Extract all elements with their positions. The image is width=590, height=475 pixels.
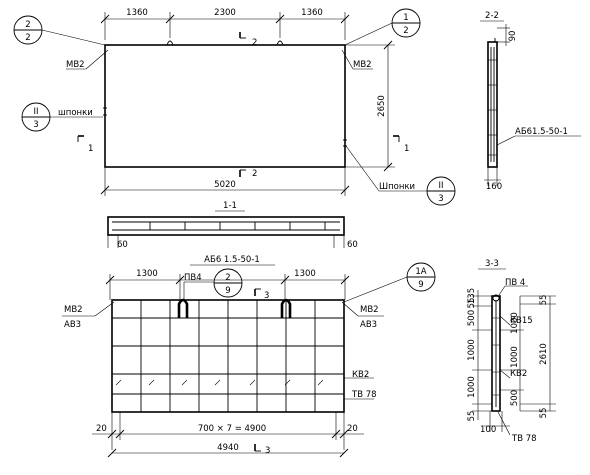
panel-plan: 1360 2300 1360 2650 5020 2 2	[13, 8, 456, 206]
section-11-dim-left: 60	[117, 240, 128, 250]
cage-dim-spacing: 700 × 7 = 4900	[198, 424, 266, 434]
section-3-3: 3-3 ПВ 4 КВ15 КВ2 135 55 500 1000 1000 5…	[467, 259, 556, 444]
section-33-label-pv: ПВ 4	[505, 278, 525, 288]
section-33-label-kv15: КВ15	[510, 316, 533, 326]
cage-dim-top-2: 1300	[294, 269, 316, 279]
section-11-title: 1-1	[223, 201, 237, 211]
cage-callout-right-bottom: 9	[418, 280, 423, 290]
plan-keys-left: шпонки	[58, 108, 93, 118]
callout-br-bottom: 3	[438, 194, 443, 204]
callout-l-top: II	[33, 107, 38, 117]
cage-title: АБ6 1.5-50-1	[204, 255, 260, 265]
panel-outline	[104, 44, 346, 168]
section-33-dim-bottom: 100	[480, 425, 496, 435]
cage-left-mark-1: МВ2	[64, 305, 83, 315]
section-22-title: 2-2	[485, 11, 499, 21]
plan-dim-top-3: 1360	[301, 8, 323, 18]
section-33-left-dim-2: 500	[467, 310, 477, 326]
section-33-mid-dim-2: 1000	[510, 346, 520, 368]
section-33-right-dim-2: 55	[539, 408, 549, 419]
cage-dim-length: 4940	[217, 443, 239, 453]
cage-right-mark-1: МВ2	[360, 305, 379, 315]
plan-mark-right: МВ2	[353, 60, 372, 70]
section-2-2: 2-2 90 160 АБ61.5-50-1	[480, 11, 581, 192]
plan-cut-right: 1	[404, 144, 409, 154]
callout-tr-bottom: 2	[403, 26, 408, 36]
section-33-title: 3-3	[485, 259, 499, 269]
section-33-dim-total: 2610	[539, 343, 549, 365]
plan-cut-top: 2	[252, 38, 257, 48]
cage-callout-top-top: 2	[225, 273, 230, 283]
section-33-label-tv: ТВ 78	[511, 434, 537, 444]
section-33-mid-dim-3: 500	[510, 390, 520, 406]
section-33-mid-dim-1: 1000	[510, 312, 520, 334]
cage-dim-left: 20	[96, 424, 107, 434]
section-22-dim-bottom: 160	[486, 182, 502, 192]
cage-left-mark-2: АВ3	[64, 320, 81, 330]
callout-tl-top: 2	[25, 20, 30, 30]
reinforcement-cage: АБ6 1.5-50-1 1300 1300	[62, 255, 436, 458]
section-33-dim-top: 135	[467, 288, 477, 304]
cage-label-kv2: КВ2	[352, 370, 369, 380]
callout-l-bottom: 3	[33, 120, 38, 130]
section-33-left-dim-3: 1000	[467, 339, 477, 361]
cage-cut-top: 3	[264, 291, 269, 301]
plan-cut-left: 1	[88, 144, 93, 154]
plan-dim-length: 5020	[214, 180, 236, 190]
cage-dim-top-1: 1300	[136, 269, 158, 279]
plan-cut-bottom: 2	[252, 169, 257, 179]
plan-keys-right: Шпонки	[379, 182, 415, 192]
plan-dim-top-2: 2300	[214, 8, 236, 18]
cage-callout-top-bottom: 9	[225, 286, 230, 296]
plan-mark-left: МВ2	[66, 60, 85, 70]
section-33-left-dim-5: 55	[467, 411, 477, 422]
section-22-dim-top: 90	[508, 31, 518, 42]
cage-label-tv: ТВ 78	[351, 390, 377, 400]
callout-br-top: II	[438, 181, 443, 191]
section-1-1: 1-1 60 60	[107, 201, 358, 250]
callout-tl-bottom: 2	[25, 33, 30, 43]
cage-label-pv: ПВ4	[184, 273, 202, 283]
lifting-loop-right	[276, 40, 284, 46]
section-22-label: АБ61.5-50-1	[515, 127, 568, 137]
cage-right-mark-2: АВ3	[360, 320, 377, 330]
cage-callout-right-top: 1А	[415, 267, 426, 277]
section-33-label-kv2: КВ2	[510, 369, 527, 379]
callout-tr-top: 1	[403, 13, 408, 23]
section-11-dim-right: 60	[347, 240, 358, 250]
section-33-right-dim-1: 55	[539, 295, 549, 306]
cage-dim-right: 20	[347, 424, 358, 434]
cage-cut-bottom: 3	[265, 446, 270, 456]
plan-dim-height: 2650	[377, 95, 387, 117]
section-33-left-dim-4: 1000	[467, 376, 477, 398]
plan-dim-top-1: 1360	[126, 8, 148, 18]
lifting-loop-left	[166, 40, 174, 46]
section-33-left-dim-1: 55	[467, 298, 477, 309]
